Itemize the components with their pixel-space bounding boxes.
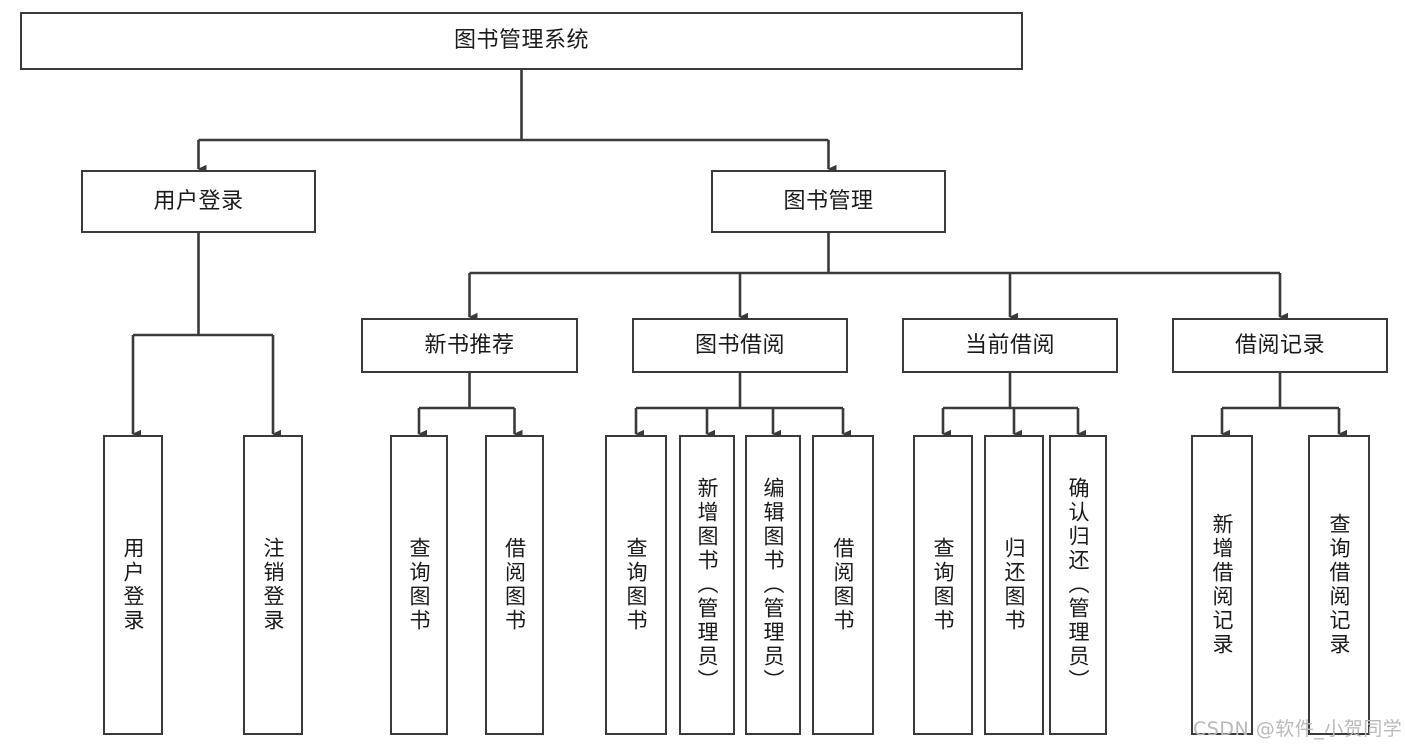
node-label: 用户登录 (121, 537, 146, 633)
node-leaf-add-book-admin[interactable]: 新增图书（管理员） (679, 435, 735, 735)
node-label: 借阅记录 (1234, 332, 1325, 358)
node-label: 归还图书 (1002, 537, 1027, 633)
node-label: 图书借阅 (694, 332, 785, 358)
node-leaf-user-login[interactable]: 用户登录 (103, 435, 163, 735)
node-label: 借阅图书 (831, 537, 856, 633)
node-book-management[interactable]: 图书管理 (711, 170, 946, 233)
node-leaf-borrow-book-recommendation[interactable]: 借阅图书 (485, 435, 544, 735)
node-user-login[interactable]: 用户登录 (81, 170, 316, 233)
node-label: 图书管理 (783, 188, 874, 214)
watermark-csdn: CSDN @软件_小贺同学 (1193, 718, 1403, 740)
node-leaf-logout[interactable]: 注销登录 (243, 435, 303, 735)
node-label: 查询图书 (624, 537, 649, 633)
node-leaf-query-book-borrowing[interactable]: 查询图书 (605, 435, 667, 735)
node-label: 查询图书 (407, 537, 432, 633)
node-borrowing-record[interactable]: 借阅记录 (1172, 318, 1388, 373)
node-label: 借阅图书 (502, 537, 527, 633)
node-label: 新增借阅记录 (1210, 513, 1235, 657)
node-leaf-query-book-current[interactable]: 查询图书 (913, 435, 973, 735)
node-leaf-borrow-book-borrowing[interactable]: 借阅图书 (812, 435, 874, 735)
node-leaf-query-book-recommendation[interactable]: 查询图书 (390, 435, 448, 735)
node-label: 查询借阅记录 (1327, 513, 1352, 657)
node-label: 当前借阅 (964, 332, 1055, 358)
node-leaf-confirm-return-admin[interactable]: 确认归还（管理员） (1049, 435, 1107, 735)
node-label: 查询图书 (931, 537, 956, 633)
node-new-book-recommendation[interactable]: 新书推荐 (361, 318, 578, 373)
node-book-borrowing[interactable]: 图书借阅 (632, 318, 848, 373)
node-leaf-add-borrowing-record[interactable]: 新增借阅记录 (1191, 435, 1253, 735)
node-label: 注销登录 (261, 537, 286, 633)
node-leaf-query-borrowing-record[interactable]: 查询借阅记录 (1308, 435, 1370, 735)
node-leaf-edit-book-admin[interactable]: 编辑图书（管理员） (745, 435, 801, 735)
node-label: 编辑图书（管理员） (761, 477, 786, 693)
node-label: 新书推荐 (424, 332, 515, 358)
node-label: 确认归还（管理员） (1066, 477, 1091, 693)
node-current-borrowing[interactable]: 当前借阅 (902, 318, 1118, 373)
node-root-book-management-system[interactable]: 图书管理系统 (20, 12, 1023, 70)
node-label: 用户登录 (153, 188, 244, 214)
node-label: 新增图书（管理员） (695, 477, 720, 693)
node-label: 图书管理系统 (453, 28, 589, 54)
node-leaf-return-book[interactable]: 归还图书 (984, 435, 1044, 735)
